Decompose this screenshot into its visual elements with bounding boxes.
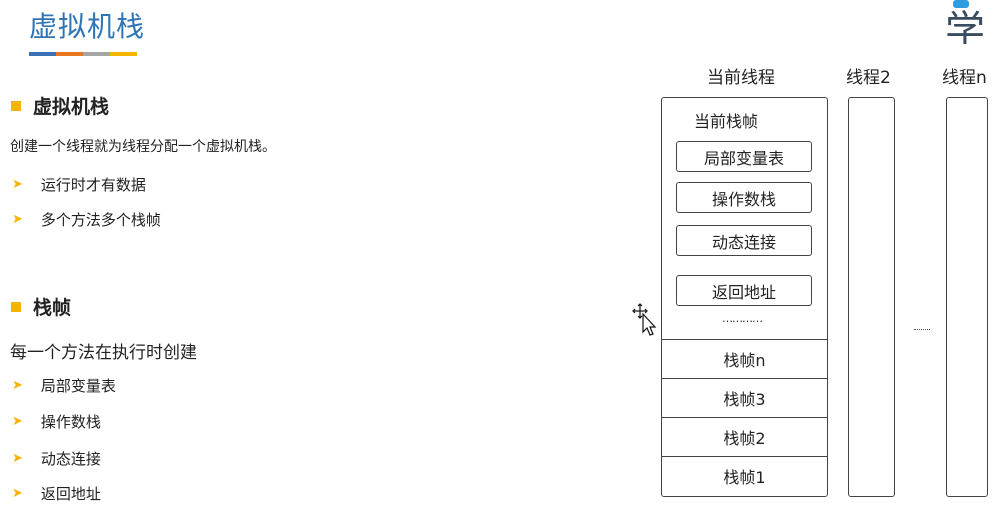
square-bullet-icon bbox=[11, 301, 21, 312]
arrow-bullet-icon: ➤ bbox=[12, 486, 23, 501]
bullet-text: 局部变量表 bbox=[40, 377, 116, 395]
thread-label-2: 线程2 bbox=[846, 68, 891, 88]
underline-segment-blue bbox=[29, 52, 56, 56]
bullet-text: 返回地址 bbox=[40, 485, 101, 503]
arrow-bullet-icon: ➤ bbox=[12, 212, 23, 227]
arrow-bullet-icon: ➤ bbox=[12, 378, 23, 393]
stack-frame-n: 栈帧n bbox=[662, 339, 827, 378]
square-bullet-icon bbox=[11, 100, 21, 111]
section1-heading: 虚拟机栈 bbox=[11, 92, 109, 119]
stack-frame-3: 栈帧3 bbox=[662, 378, 827, 417]
stack-frame-1: 栈帧1 bbox=[662, 456, 827, 495]
section2-heading: 栈帧 bbox=[11, 293, 71, 320]
title-underline bbox=[29, 52, 137, 56]
move-cursor-icon bbox=[632, 303, 657, 336]
frame-part-local-vars: 局部变量表 bbox=[676, 141, 812, 172]
underline-segment-orange bbox=[56, 52, 83, 56]
section2-bullet: ➤ 动态连接 bbox=[12, 448, 101, 469]
thread-label-n: 线程n bbox=[942, 68, 987, 88]
section2-bullet: ➤ 返回地址 bbox=[12, 483, 101, 504]
thread-label-current: 当前线程 bbox=[707, 68, 775, 88]
section2-bullet: ➤ 操作数栈 bbox=[12, 411, 101, 432]
logo-cap-icon bbox=[953, 0, 969, 8]
thread2-stack bbox=[848, 97, 895, 497]
arrow-bullet-icon: ➤ bbox=[12, 414, 23, 429]
underline-segment-gray bbox=[83, 52, 110, 56]
frame-ellipsis: ………… bbox=[722, 312, 763, 325]
section1-heading-text: 虚拟机栈 bbox=[33, 96, 110, 118]
bullet-text: 操作数栈 bbox=[40, 413, 101, 431]
frame-part-dynamic-link: 动态连接 bbox=[676, 225, 812, 256]
frame-part-return-address: 返回地址 bbox=[676, 275, 812, 306]
threadn-stack bbox=[946, 97, 988, 497]
bullet-text: 动态连接 bbox=[40, 450, 101, 468]
section1-bullet: ➤ 运行时才有数据 bbox=[12, 174, 146, 195]
logo-glyph: 学 bbox=[945, 8, 985, 44]
current-frame-label: 当前栈帧 bbox=[694, 112, 759, 131]
section1-description: 创建一个线程就为线程分配一个虚拟机栈。 bbox=[10, 139, 276, 155]
stack-frame-2: 栈帧2 bbox=[662, 417, 827, 456]
arrow-bullet-icon: ➤ bbox=[12, 177, 23, 192]
arrow-bullet-icon: ➤ bbox=[12, 451, 23, 466]
page-title: 虚拟机栈 bbox=[29, 10, 146, 43]
frame-part-operand-stack: 操作数栈 bbox=[676, 182, 812, 213]
section2-description: 每一个方法在执行时创建 bbox=[10, 343, 197, 363]
section1-bullet: ➤ 多个方法多个栈帧 bbox=[12, 209, 161, 230]
underline-segment-yellow bbox=[110, 52, 137, 56]
logo: 学 bbox=[943, 0, 999, 44]
section2-bullet: ➤ 局部变量表 bbox=[12, 375, 116, 396]
current-thread-stack bbox=[661, 97, 828, 497]
section2-heading-text: 栈帧 bbox=[33, 297, 72, 319]
bullet-text: 运行时才有数据 bbox=[40, 176, 146, 194]
thread-separator-dots bbox=[914, 329, 930, 330]
bullet-text: 多个方法多个栈帧 bbox=[40, 211, 161, 229]
